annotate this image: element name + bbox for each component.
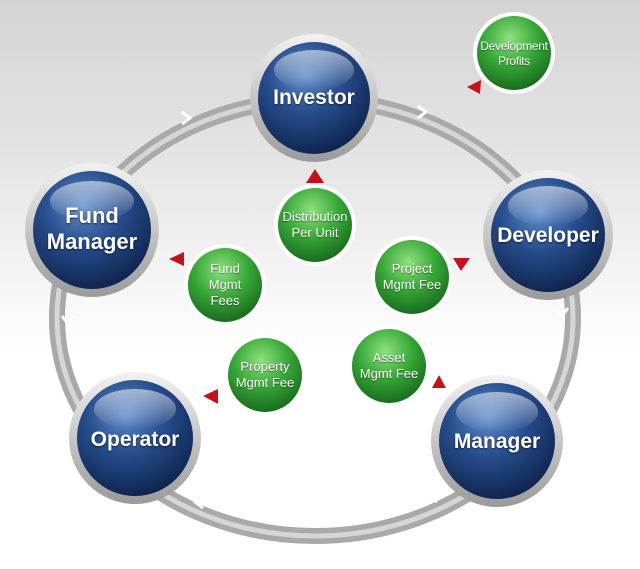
node-fund-manager [25, 163, 159, 297]
fee-property-mgmt-fee [224, 334, 306, 416]
node-manager [431, 375, 563, 507]
fee-fund-mgmt-fees [184, 244, 266, 326]
fee-distribution-per-unit [274, 184, 356, 266]
fee-project-mgmt-fee [371, 236, 453, 318]
arrow-to-operator [203, 389, 218, 404]
node-developer [483, 170, 613, 300]
fee-asset-mgmt-fee [348, 325, 430, 407]
arrow-to-developer [453, 258, 470, 271]
arrow-to-fund-manager [169, 252, 184, 266]
ring-chevrons [60, 104, 570, 510]
flow-arrows [169, 80, 481, 404]
fee-development-profits [473, 12, 555, 94]
node-investor [250, 34, 378, 162]
arrow-to-investor [306, 169, 324, 183]
arrow-to-development-profits [467, 80, 481, 94]
node-operator [69, 372, 201, 504]
arrow-to-manager [432, 375, 446, 388]
